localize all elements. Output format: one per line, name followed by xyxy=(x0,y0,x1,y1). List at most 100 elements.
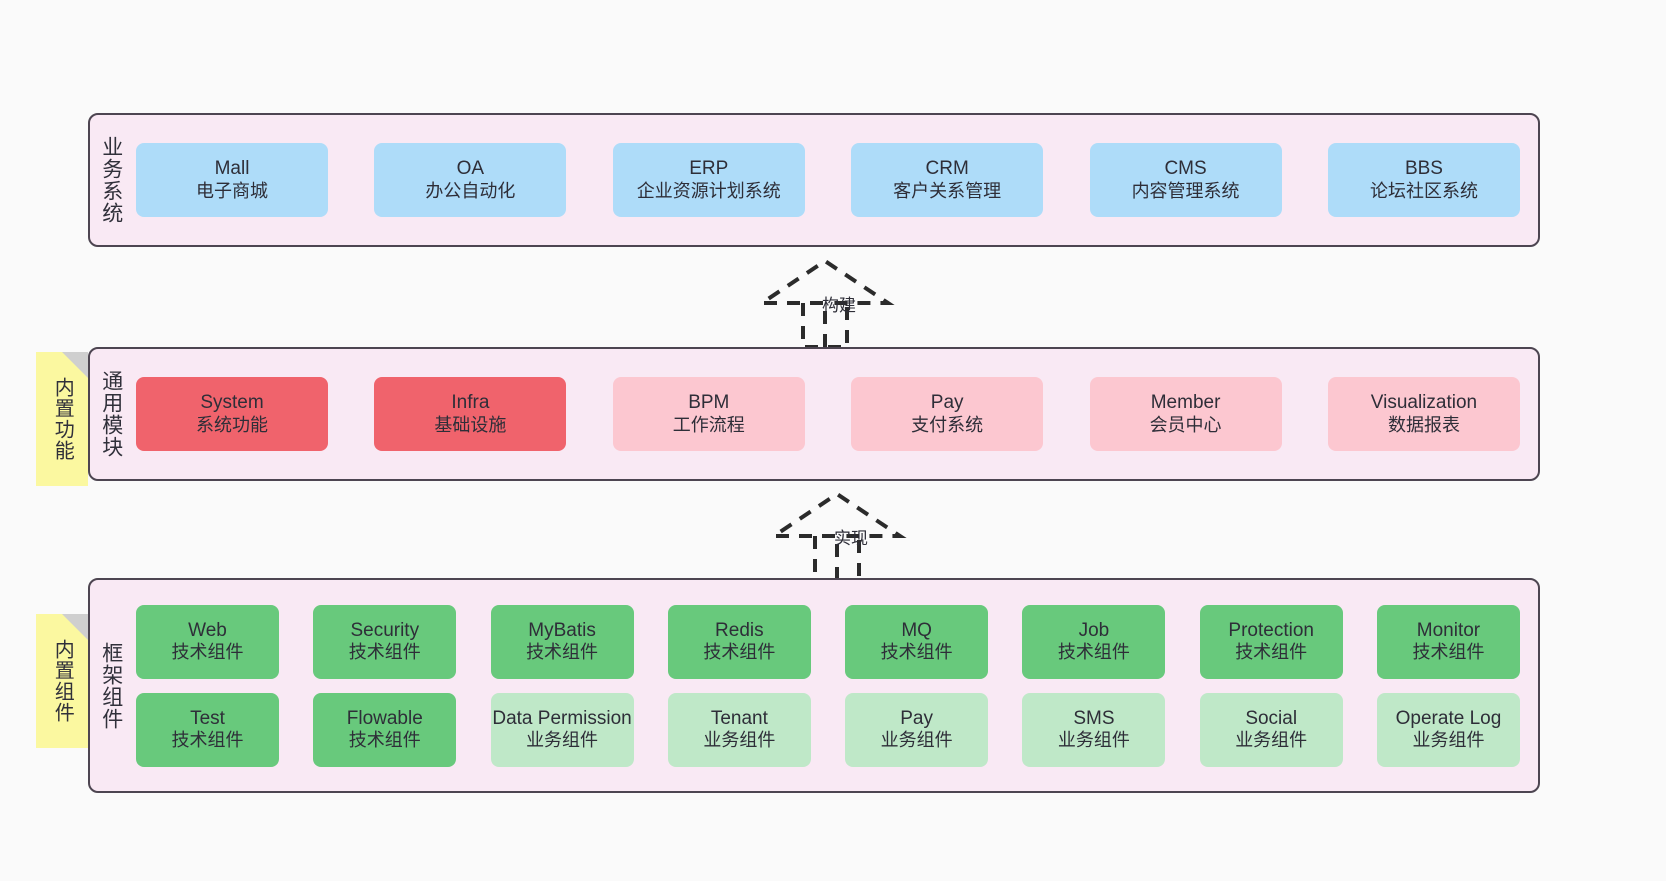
card-pay-module[interactable]: Pay 支付系统 xyxy=(851,377,1044,451)
card-title: Test xyxy=(190,707,225,729)
card-title: BBS xyxy=(1404,158,1443,180)
layer-title-business-systems: 业务系统 xyxy=(99,136,123,224)
card-title: Protection xyxy=(1228,619,1314,641)
card-job[interactable]: Job 技术组件 xyxy=(1022,604,1166,679)
card-subtitle: 技术组件 xyxy=(348,730,421,751)
card-erp[interactable]: ERP 企业资源计划系统 xyxy=(612,143,805,217)
card-redis[interactable]: Redis 技术组件 xyxy=(667,604,811,679)
card-title: Mall xyxy=(214,158,250,180)
card-infra[interactable]: Infra 基础设施 xyxy=(374,377,567,451)
card-subtitle: 技术组件 xyxy=(1235,642,1308,663)
card-subtitle: 会员中心 xyxy=(1149,414,1222,435)
card-visualization[interactable]: Visualization 数据报表 xyxy=(1327,377,1520,451)
card-title: System xyxy=(200,392,264,414)
card-data-permission[interactable]: Data Permission 业务组件 xyxy=(490,692,634,767)
sticky-note-builtin-components: 内置组件 xyxy=(36,614,88,748)
generalization-arrow-icon xyxy=(755,258,895,349)
sticky-note-label: 内置组件 xyxy=(51,639,74,723)
card-title: Tenant xyxy=(710,707,768,729)
card-social[interactable]: Social 业务组件 xyxy=(1199,692,1343,767)
card-title: MyBatis xyxy=(528,619,596,641)
card-bpm[interactable]: BPM 工作流程 xyxy=(612,377,805,451)
card-title: MQ xyxy=(901,619,932,641)
card-row: Mall 电子商城 OA 办公自动化 ERP 企业资源计划系统 CRM 客户关系… xyxy=(136,143,1520,217)
card-subtitle: 业务组件 xyxy=(703,730,776,751)
card-title: Operate Log xyxy=(1395,707,1502,729)
card-subtitle: 支付系统 xyxy=(911,414,984,435)
layer-body-framework-components: Web 技术组件 Security 技术组件 MyBatis 技术组件 Redi… xyxy=(132,580,1538,791)
layer-common-modules: 通用模块 System 系统功能 Infra 基础设施 BPM 工作流程 Pay… xyxy=(88,347,1540,481)
sticky-note-label: 内置功能 xyxy=(51,377,74,461)
card-mall[interactable]: Mall 电子商城 xyxy=(136,143,328,217)
card-subtitle: 基础设施 xyxy=(434,414,507,435)
card-web[interactable]: Web 技术组件 xyxy=(136,604,279,679)
card-title: SMS xyxy=(1073,707,1115,729)
card-protection[interactable]: Protection 技术组件 xyxy=(1199,604,1343,679)
card-title: Infra xyxy=(451,392,490,414)
card-subtitle: 办公自动化 xyxy=(425,180,516,201)
card-subtitle: 业务组件 xyxy=(526,730,599,751)
connector-label-build: 构建 xyxy=(822,296,856,315)
card-cms[interactable]: CMS 内容管理系统 xyxy=(1089,143,1282,217)
card-title: BPM xyxy=(688,392,730,414)
layer-framework-components: 框架组件 Web 技术组件 Security 技术组件 MyBatis 技术组件… xyxy=(88,578,1540,793)
card-title: Web xyxy=(188,619,227,641)
layer-title-common-modules: 通用模块 xyxy=(99,370,123,458)
card-subtitle: 数据报表 xyxy=(1387,414,1460,435)
card-crm[interactable]: CRM 客户关系管理 xyxy=(851,143,1044,217)
card-mq[interactable]: MQ 技术组件 xyxy=(845,604,989,679)
card-tenant[interactable]: Tenant 业务组件 xyxy=(667,692,811,767)
card-title: Pay xyxy=(930,392,964,414)
card-title: Job xyxy=(1078,619,1110,641)
generalization-arrow-icon xyxy=(767,491,907,582)
card-subtitle: 技术组件 xyxy=(703,642,776,663)
card-member[interactable]: Member 会员中心 xyxy=(1089,377,1282,451)
card-subtitle: 业务组件 xyxy=(1057,730,1130,751)
card-subtitle: 技术组件 xyxy=(348,642,421,663)
card-subtitle: 技术组件 xyxy=(526,642,599,663)
card-title: Data Permission xyxy=(492,707,632,729)
card-subtitle: 技术组件 xyxy=(171,642,244,663)
card-title: ERP xyxy=(689,158,729,180)
card-subtitle: 企业资源计划系统 xyxy=(636,180,781,201)
card-subtitle: 论坛社区系统 xyxy=(1369,180,1478,201)
card-subtitle: 技术组件 xyxy=(1057,642,1130,663)
card-bbs[interactable]: BBS 论坛社区系统 xyxy=(1327,143,1520,217)
card-title: Social xyxy=(1245,707,1298,729)
card-flowable[interactable]: Flowable 技术组件 xyxy=(313,692,457,767)
card-title: Member xyxy=(1150,392,1221,414)
card-title: Pay xyxy=(900,707,933,729)
layer-body-common-modules: System 系统功能 Infra 基础设施 BPM 工作流程 Pay 支付系统… xyxy=(132,349,1538,479)
card-operate-log[interactable]: Operate Log 业务组件 xyxy=(1376,692,1520,767)
card-monitor[interactable]: Monitor 技术组件 xyxy=(1376,604,1520,679)
card-subtitle: 内容管理系统 xyxy=(1131,180,1240,201)
card-subtitle: 技术组件 xyxy=(1412,642,1485,663)
connector-build: 构建 xyxy=(740,255,940,355)
card-title: Redis xyxy=(715,619,764,641)
connector-implement: 实现 xyxy=(752,488,952,588)
card-sms[interactable]: SMS 业务组件 xyxy=(1022,692,1166,767)
note-fold-corner-icon xyxy=(62,614,88,640)
card-subtitle: 系统功能 xyxy=(196,414,268,435)
sticky-note-builtin-features: 内置功能 xyxy=(36,352,88,486)
card-system[interactable]: System 系统功能 xyxy=(136,377,328,451)
card-subtitle: 客户关系管理 xyxy=(893,180,1002,201)
card-test[interactable]: Test 技术组件 xyxy=(136,692,279,767)
card-subtitle: 技术组件 xyxy=(880,642,953,663)
card-mybatis[interactable]: MyBatis 技术组件 xyxy=(490,604,634,679)
card-title: Flowable xyxy=(346,707,423,729)
note-fold-corner-icon xyxy=(62,352,88,378)
card-oa[interactable]: OA 办公自动化 xyxy=(374,143,567,217)
card-title: Security xyxy=(350,619,420,641)
card-title: Monitor xyxy=(1416,619,1481,641)
card-security[interactable]: Security 技术组件 xyxy=(313,604,457,679)
card-subtitle: 电子商城 xyxy=(196,180,268,201)
card-row: System 系统功能 Infra 基础设施 BPM 工作流程 Pay 支付系统… xyxy=(136,377,1520,451)
card-subtitle: 业务组件 xyxy=(1235,730,1308,751)
card-pay-component[interactable]: Pay 业务组件 xyxy=(845,692,989,767)
card-subtitle: 工作流程 xyxy=(672,414,745,435)
card-title: OA xyxy=(456,158,485,180)
layer-business-systems: 业务系统 Mall 电子商城 OA 办公自动化 ERP 企业资源计划系统 CRM… xyxy=(88,113,1540,247)
layer-title-framework-components: 框架组件 xyxy=(99,641,123,730)
